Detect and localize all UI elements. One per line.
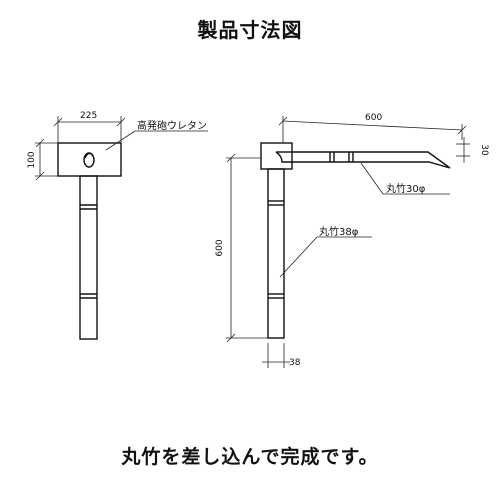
- foam-leader: [105, 130, 136, 151]
- dim-line-600-top: [282, 120, 463, 131]
- bamboo-pole-front: [79, 175, 98, 340]
- bamboo-horizontal: [292, 151, 451, 169]
- dim-tick: [35, 171, 45, 181]
- caption-text: 丸竹を差し込んで完成です。: [121, 446, 379, 468]
- dim-text-100: 100: [27, 151, 37, 168]
- dim-tick: [226, 333, 236, 343]
- dim-text-30: 30: [479, 144, 489, 156]
- foam-block-side: [260, 142, 293, 170]
- hole-mark: [84, 152, 94, 159]
- foam-block-front: [57, 142, 122, 177]
- insert-curve: [275, 151, 292, 163]
- dim-text-225: 225: [80, 111, 97, 121]
- dim-tick: [278, 116, 288, 126]
- dim-tick: [116, 117, 126, 127]
- dim-tick: [35, 138, 45, 148]
- dim-text-600-side: 600: [215, 239, 225, 256]
- dim-tick: [457, 125, 467, 135]
- dim-tick: [226, 153, 236, 163]
- bamboo-pole-side: [267, 168, 285, 339]
- dim-text-600-top: 600: [365, 113, 382, 123]
- foam-label: 高発砲ウレタン: [137, 119, 207, 132]
- dim-tick: [53, 117, 63, 127]
- bamboo30-label: 丸竹30φ: [386, 182, 426, 195]
- drawing-title: 製品寸法図: [197, 18, 303, 42]
- bamboo30-leader: [360, 162, 384, 195]
- bamboo38-label: 丸竹38φ: [319, 225, 359, 238]
- dim-text-38: 38: [289, 358, 301, 368]
- bamboo38-leader: [279, 236, 318, 278]
